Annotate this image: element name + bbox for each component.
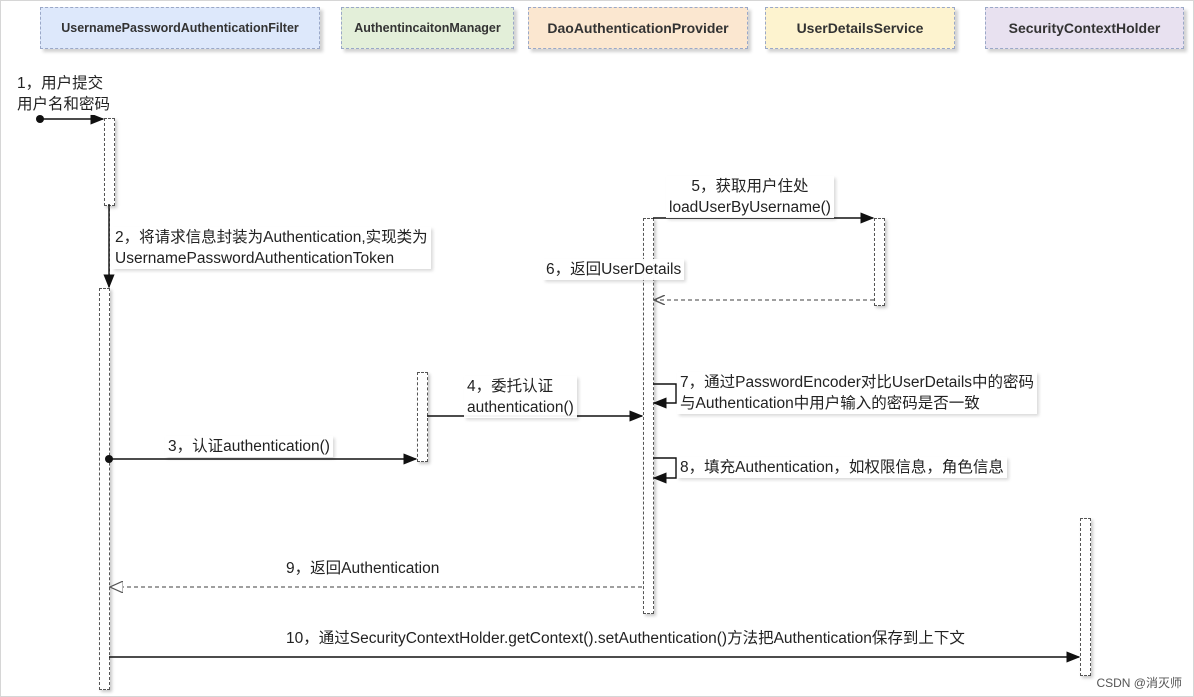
label-m2-line2: UsernamePasswordAuthenticationToken — [115, 250, 395, 267]
activation-userdetailsservice — [874, 218, 885, 306]
arrow-m7 — [652, 383, 677, 409]
participant-userdetailsservice: UserDetailsService — [765, 7, 955, 49]
label-m4-line1: 4，委托认证 — [467, 378, 554, 395]
arrow-m3 — [105, 453, 418, 465]
label-m1: 1，用户提交 用户名和密码 — [17, 73, 111, 115]
label-m7-line2: 与Authentication中用户输入的密码是否一致 — [680, 395, 980, 412]
label-m10: 10，通过SecurityContextHolder.getContext().… — [283, 628, 968, 649]
label-m1-line2: 用户名和密码 — [17, 96, 111, 113]
arrow-m1 — [36, 113, 105, 125]
label-m2-line1: 2，将请求信息封装为Authentication,实现类为 — [115, 229, 428, 246]
label-m3: 3，认证authentication() — [165, 436, 333, 457]
label-m6: 6，返回UserDetails — [543, 259, 685, 280]
label-m5-line2: loadUserByUsername() — [669, 199, 831, 216]
activation-manager — [417, 372, 428, 462]
participant-filter: UsernamePasswordAuthenticationFilter — [40, 7, 320, 49]
participant-securitycontextholder: SecurityContextHolder — [985, 7, 1184, 49]
activation-securitycontextholder — [1080, 518, 1091, 676]
label-m7-line1: 7，通过PasswordEncoder对比UserDetails中的密码 — [680, 374, 1035, 391]
arrow-m8 — [652, 457, 677, 484]
participant-manager: AuthentincaitonManager — [341, 7, 514, 49]
label-m5: 5，获取用户住处 loadUserByUsername() — [666, 176, 834, 218]
label-m4: 4，委托认证 authentication() — [464, 376, 577, 418]
label-m2: 2，将请求信息封装为Authentication,实现类为 UsernamePa… — [112, 227, 431, 269]
label-m7: 7，通过PasswordEncoder对比UserDetails中的密码 与Au… — [677, 372, 1038, 414]
label-m4-line2: authentication() — [467, 399, 574, 416]
activation-filter-2 — [99, 288, 110, 690]
activation-provider — [643, 218, 654, 614]
label-m8: 8，填充Authentication，如权限信息，角色信息 — [677, 457, 1007, 478]
watermark: CSDN @消灭师 — [1096, 676, 1182, 690]
label-m9: 9，返回Authentication — [283, 558, 443, 579]
label-m1-line1: 1，用户提交 — [17, 75, 104, 92]
label-m5-line1: 5，获取用户住处 — [691, 178, 809, 195]
participant-provider: DaoAuthenticationProvider — [528, 7, 748, 49]
